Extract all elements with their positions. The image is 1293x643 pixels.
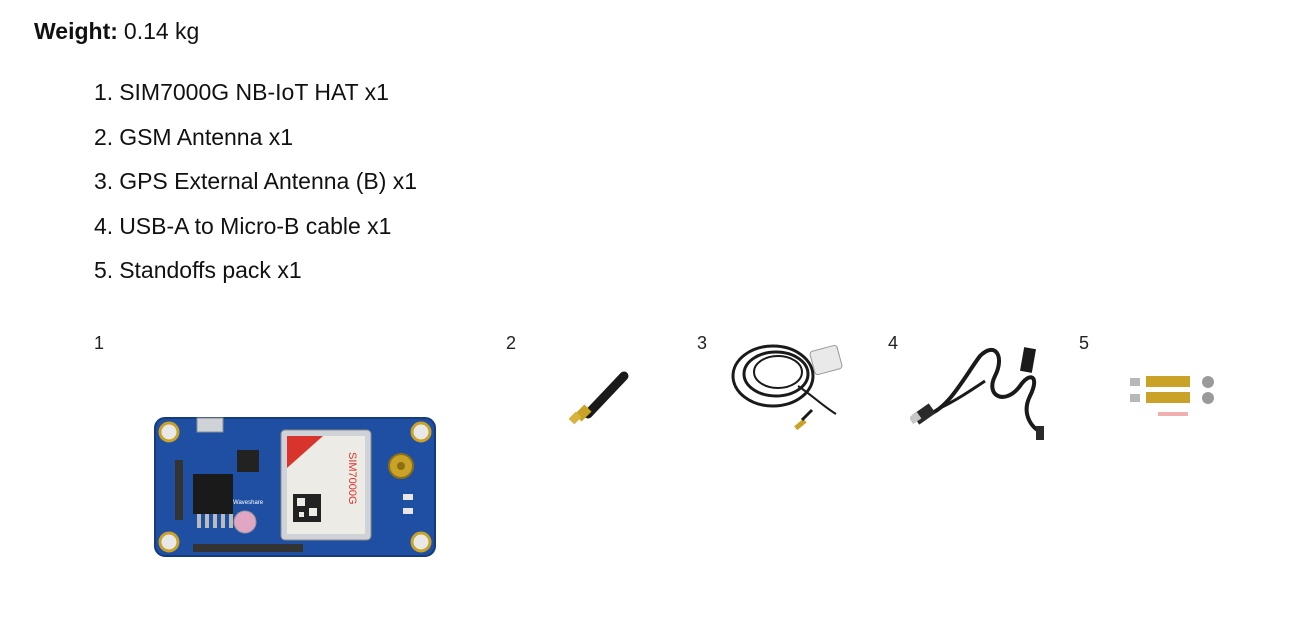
gallery-item-gps-antenna: 3 bbox=[690, 330, 860, 460]
list-item-text: USB-A to Micro-B cable x1 bbox=[119, 212, 392, 239]
weight-value: 0.14 kg bbox=[123, 18, 200, 44]
brand-label: Waveshare bbox=[233, 500, 264, 506]
list-item-text: GSM Antenna x1 bbox=[119, 123, 294, 150]
list-item-text: Standoffs pack x1 bbox=[119, 257, 302, 283]
gallery-number: 4 bbox=[888, 333, 899, 353]
gallery-number: 5 bbox=[1079, 333, 1090, 353]
list-item-number: 2. bbox=[94, 123, 114, 150]
list-item: 5.Standoffs pack x1 bbox=[94, 254, 417, 299]
weight-spec: Weight:0.14 kg bbox=[34, 16, 199, 46]
list-item-number: 4. bbox=[94, 212, 114, 239]
gps-antenna-image bbox=[731, 344, 843, 431]
gallery-item-hat: 1 bbox=[90, 330, 450, 560]
usb-cable-image bbox=[910, 347, 1044, 440]
gallery-number: 3 bbox=[697, 333, 708, 353]
list-item-number: 1. bbox=[94, 79, 114, 105]
list-item: 3.GPS External Antenna (B) x1 bbox=[94, 165, 417, 210]
list-item: 4.USB-A to Micro-B cable x1 bbox=[94, 210, 417, 255]
standoffs-image bbox=[1130, 376, 1214, 416]
gallery-item-standoffs: 5 bbox=[1070, 330, 1240, 430]
sim7000g-hat-board-image: SIM7000G Waveshare bbox=[154, 417, 436, 557]
weight-label: Weight: bbox=[34, 18, 118, 44]
gallery-item-gsm-antenna: 2 bbox=[500, 330, 650, 450]
module-label: SIM7000G bbox=[346, 452, 358, 505]
list-item-text: SIM7000G NB-IoT HAT x1 bbox=[119, 79, 389, 105]
list-item: 2.GSM Antenna x1 bbox=[94, 121, 417, 166]
gallery-number: 1 bbox=[94, 333, 105, 353]
list-item-number: 5. bbox=[94, 257, 114, 283]
list-item: 1.SIM7000G NB-IoT HAT x1 bbox=[94, 76, 417, 121]
list-item-text: GPS External Antenna (B) x1 bbox=[119, 168, 418, 194]
list-item-number: 3. bbox=[94, 168, 114, 194]
gsm-antenna-image bbox=[568, 371, 629, 425]
gallery-number: 2 bbox=[506, 333, 517, 353]
gallery-item-usb-cable: 4 bbox=[880, 330, 1050, 460]
package-contents-list: 1.SIM7000G NB-IoT HAT x1 2.GSM Antenna x… bbox=[94, 76, 417, 299]
